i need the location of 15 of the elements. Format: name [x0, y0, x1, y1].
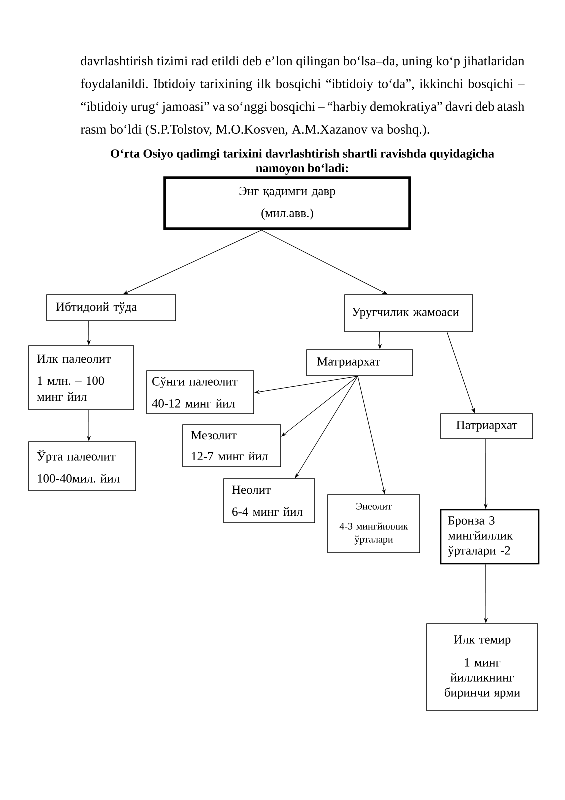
period-box: Сўнги палеолит 40-12 минг йил	[146, 370, 254, 414]
period-box: Ибтидоий тўда	[46, 294, 176, 322]
paragraph: davrlashtirish tizimi rad etildi deb e’lon qilingan bo‘lsa–da, uning ko‘p jihatlaridan foydalanildi. Ibtidoiy tarixining ilk bosqichi “ibtidoiy to‘da”, ikkinchi bosqichi – “ibtidoiy urug‘ jamoasi” va so‘nggi bosqichi – “harbiy demokratiya” davri deb atash rasm bo‘ldi (S.P.Tolstov, M.O.Kosven, A.M.Xazanov va boshq.).	[80, 56, 525, 137]
period-box: Илк палеолит 1 млн. – 100 минг йил	[28, 346, 134, 410]
heading: O‘rta Osiyo qadimgi tarixini davrlashtirish shartli ravishda quyidagicha namoyon bo‘ladi:	[111, 149, 494, 176]
period-box: Энеолит 4-3 мингйиллик ўрталари	[328, 494, 420, 554]
period-box: Матриархат	[306, 350, 414, 376]
period-box: Илк темир 1 минг йилликнинг биринчи ярми	[426, 624, 538, 712]
period-box: Энг қадимги давр (мил.авв.)	[164, 176, 412, 230]
period-box: Бронза 3 мингйиллик ўрталари -2	[440, 509, 540, 565]
period-box: Патриархат	[440, 414, 534, 440]
period-box: Ўрта палеолит 100-40мил. йил	[28, 442, 136, 492]
period-box: Неолит 6-4 минг йил	[224, 478, 316, 524]
period-box: Уруғчилик жамоаси	[344, 294, 474, 332]
period-box: Мезолит 12-7 минг йил	[182, 424, 282, 468]
